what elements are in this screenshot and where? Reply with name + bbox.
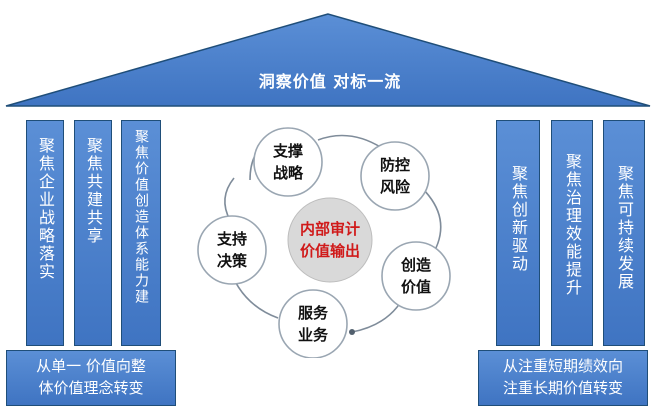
node-decision-circle	[197, 215, 267, 285]
left-base-line1: 从单一 价值向整	[36, 357, 146, 375]
node-value-line2: 价值	[400, 278, 431, 296]
node-risk-line1: 防控	[379, 156, 410, 174]
arc-left-outer	[224, 177, 235, 221]
node-decision-line1: 支持	[216, 230, 247, 248]
node-strategy-circle	[253, 127, 323, 197]
roof	[5, 13, 651, 107]
pillar-strategy-label: 聚焦企业战略落实	[36, 137, 55, 281]
pillar-sustainable-label: 聚焦可持续发展	[615, 165, 634, 291]
node-service: 服务 业务	[283, 302, 343, 346]
right-base-line2: 注重长期价值转变	[502, 379, 623, 397]
pillar-cobuild: 聚焦共建共享	[74, 120, 112, 346]
node-decision: 支持 决策	[202, 228, 262, 272]
center-label: 内部审计 价值输出	[290, 218, 370, 262]
left-base-line2: 体价值理念转变	[38, 379, 144, 397]
pillar-innovation-label: 聚焦创新驱动	[509, 165, 528, 273]
pillar-innovation: 聚焦创新驱动	[496, 120, 540, 346]
node-decision-line2: 决策	[216, 252, 247, 270]
arc-dot-4	[349, 329, 355, 335]
pillar-value-system-label: 聚焦价值创造体系能力建	[133, 129, 149, 305]
roof-title: 洞察价值 对标一流	[258, 72, 402, 91]
node-strategy-line2: 战略	[272, 164, 303, 182]
left-base: 从单一 价值向整 体价值理念转变	[6, 350, 176, 406]
pillar-strategy: 聚焦企业战略落实	[26, 120, 64, 346]
node-service-line1: 服务	[297, 304, 328, 322]
pillar-value-system: 聚焦价值创造体系能力建	[121, 120, 161, 346]
node-risk: 防控 风险	[365, 154, 425, 198]
arc-strategy-risk	[317, 134, 383, 149]
node-risk-line2: 风险	[379, 178, 410, 196]
node-service-circle	[278, 289, 348, 358]
pillar-governance: 聚焦治理效能提升	[551, 120, 593, 346]
node-strategy-line1: 支撑	[272, 142, 303, 160]
center-circle	[287, 197, 373, 283]
center-label-line1: 内部审计	[299, 220, 360, 238]
pillar-sustainable: 聚焦可持续发展	[603, 120, 645, 346]
node-risk-circle	[360, 141, 430, 211]
node-value: 创造 价值	[386, 254, 446, 298]
cycle-diagram	[197, 127, 451, 358]
node-value-circle	[381, 241, 451, 311]
arc-risk-value	[421, 187, 442, 253]
right-base-line1: 从注重短期绩效向	[502, 357, 623, 375]
node-value-line1: 创造	[400, 256, 431, 274]
right-base: 从注重短期绩效向 注重长期价值转变	[478, 350, 648, 406]
pillar-governance-label: 聚焦治理效能提升	[563, 153, 582, 297]
pillar-cobuild-label: 聚焦共建共享	[84, 137, 103, 245]
center-label-line2: 价值输出	[299, 242, 360, 260]
node-service-line2: 业务	[297, 326, 328, 344]
node-strategy: 支撑 战略	[258, 140, 318, 184]
